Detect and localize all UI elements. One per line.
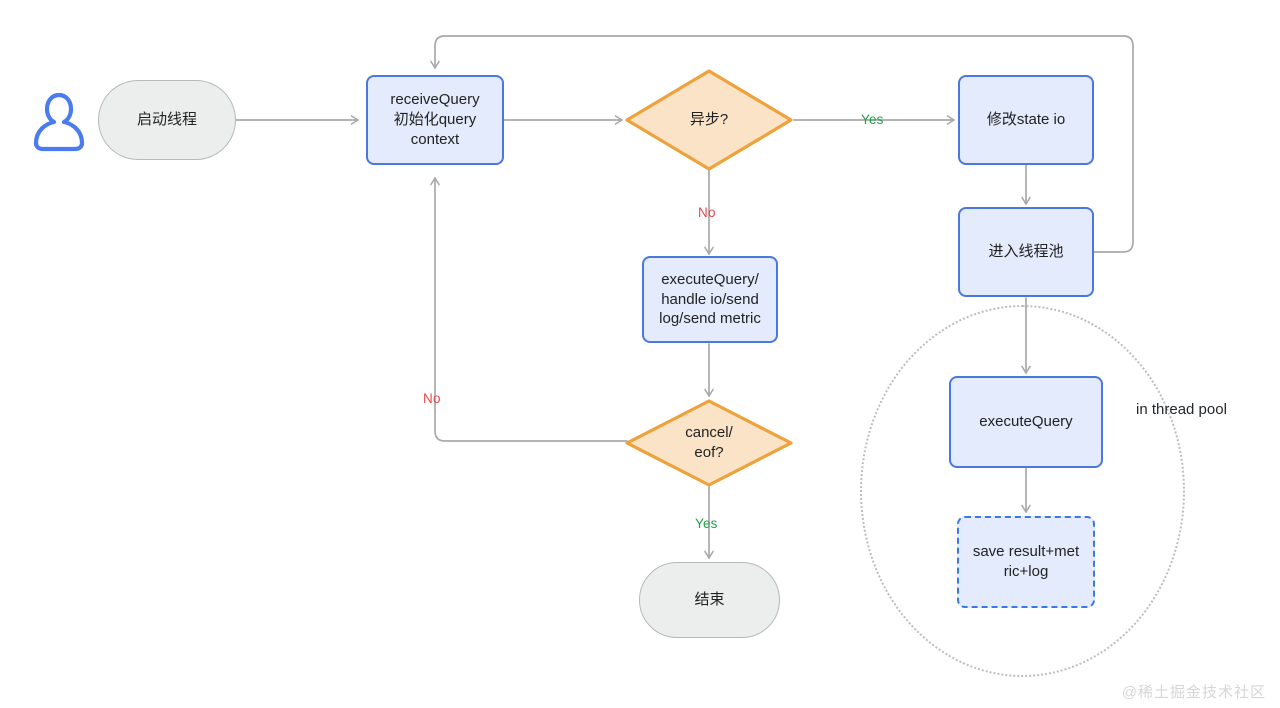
edge-label-cancel-no: No: [423, 391, 441, 406]
cancel-eof-decision-node[interactable]: cancel/eof?: [624, 398, 794, 488]
enter-thread-pool-node[interactable]: 进入线程池: [958, 207, 1094, 297]
execute-query-label: executeQuery: [979, 413, 1073, 431]
end-node[interactable]: 结束: [639, 562, 780, 638]
end-node-label: 结束: [694, 591, 725, 609]
edge-cancel-no-loop: [430, 177, 628, 442]
edge-label-async-yes: Yes: [861, 112, 884, 127]
start-thread-label: 启动线程: [136, 111, 197, 129]
enter-thread-pool-label: 进入线程池: [988, 243, 1064, 261]
modify-state-io-label: 修改state io: [986, 111, 1066, 129]
start-thread-node[interactable]: 启动线程: [98, 80, 236, 160]
edge-label-cancel-yes: Yes: [695, 516, 718, 531]
cancel-eof-diamond-shape: [625, 399, 793, 487]
cancel-eof-decision-label: cancel/eof?: [685, 424, 733, 461]
user-icon: [30, 88, 88, 154]
thread-pool-group-label: in thread pool: [1136, 401, 1227, 418]
thread-pool-group: [860, 305, 1185, 677]
watermark: @稀土掘金技术社区: [1121, 684, 1266, 701]
edge-label-async-no: No: [698, 205, 716, 220]
async-diamond-shape: [625, 69, 793, 171]
async-decision-node[interactable]: 异步?: [624, 68, 794, 172]
modify-state-io-node[interactable]: 修改state io: [958, 75, 1094, 165]
async-decision-label: 异步?: [689, 111, 729, 129]
execute-query-node[interactable]: executeQuery: [949, 376, 1103, 468]
